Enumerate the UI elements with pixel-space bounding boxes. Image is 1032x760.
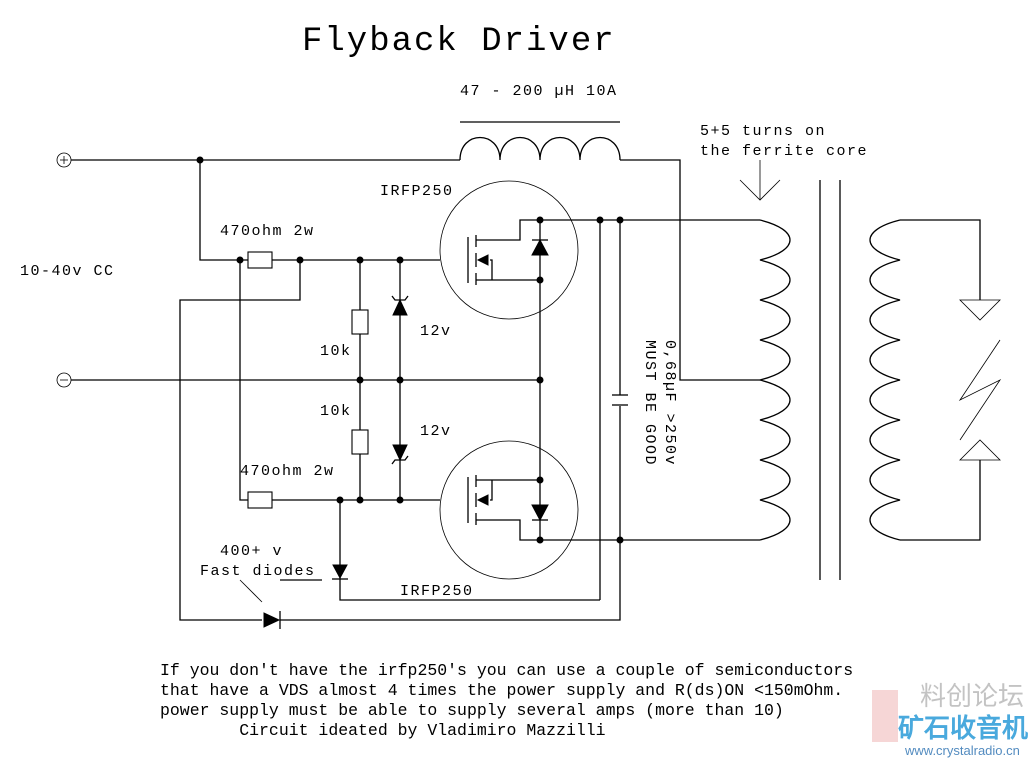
note-line-4: Circuit ideated by Vladimiro Mazzilli [160, 721, 606, 740]
diodes-pointer [239, 579, 263, 603]
watermark-line1: 料创论坛 [920, 682, 1024, 712]
secondary-wire-top [900, 219, 981, 300]
zener-bottom [391, 444, 409, 465]
spark-gap [958, 299, 1002, 461]
resistor-10k-top [351, 309, 369, 335]
mosfet-bottom-label: IRFP250 [400, 583, 474, 600]
secondary-wire-bottom [900, 460, 981, 541]
mosfet-bottom [439, 440, 579, 580]
cap-label-line2: MUST BE GOOD [641, 340, 658, 466]
fast-diode-1 [332, 564, 348, 580]
secondary-winding [869, 219, 901, 541]
note-line-3: power supply must be able to supply seve… [160, 701, 784, 720]
cap-label-group: 0,68µF >250v MUST BE GOOD [641, 340, 678, 466]
note-line-1: If you don't have the irfp250's you can … [160, 661, 853, 680]
resistor-470-bottom [247, 491, 273, 509]
diodes-label-line2: Fast diodes [200, 563, 316, 580]
r10k-bottom-label: 10k [320, 403, 352, 420]
diagram-title: Flyback Driver [302, 23, 616, 61]
resistor-470-top [247, 251, 273, 269]
note-line-2: that have a VDS almost 4 times the power… [160, 681, 843, 700]
inductor-coil [459, 136, 621, 161]
primary-winding [759, 219, 791, 541]
supply-label: 10-40v CC [20, 263, 115, 280]
mosfet-top-label: IRFP250 [380, 183, 454, 200]
mosfet-top [439, 180, 579, 320]
watermark-url: www.crystalradio.cn [904, 743, 1020, 758]
wires [71, 159, 760, 621]
resistor-10k-bottom [351, 429, 369, 455]
minus-terminal [56, 372, 72, 388]
turns-label-line2: the ferrite core [700, 143, 868, 160]
cap-label-line1: 0,68µF >250v [661, 340, 678, 466]
turns-arrow [739, 160, 781, 201]
capacitor [612, 394, 628, 406]
resistor-bottom-label: 470ohm 2w [240, 463, 335, 480]
turns-label-line1: 5+5 turns on [700, 123, 826, 140]
zener-bottom-label: 12v [420, 423, 452, 440]
diodes-label-line1: 400+ v [220, 543, 283, 560]
watermark-line2: 矿石收音机 [898, 713, 1028, 744]
zener-top-label: 12v [420, 323, 452, 340]
resistor-top-label: 470ohm 2w [220, 223, 315, 240]
watermark-logo [872, 690, 898, 742]
watermark: 料创论坛 矿石收音机 www.crystalradio.cn [872, 682, 1028, 758]
junction-dots [196, 156, 624, 544]
plus-terminal [56, 152, 72, 168]
r10k-top-label: 10k [320, 343, 352, 360]
inductor-label: 47 - 200 µH 10A [460, 83, 618, 100]
zener-top [391, 295, 409, 316]
fast-diode-2 [263, 611, 281, 629]
